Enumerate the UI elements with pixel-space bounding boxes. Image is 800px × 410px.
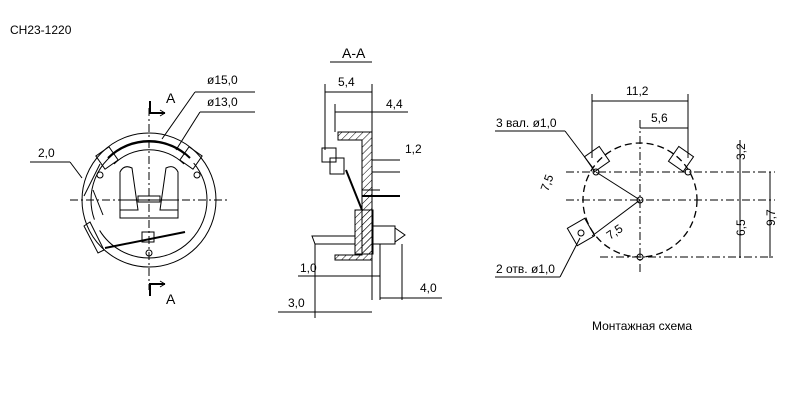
section-title: А-А <box>342 45 366 61</box>
dim-right-top: 3,2 <box>734 143 748 160</box>
mounting-caption: Монтажная схема <box>592 319 692 333</box>
dim-offset: 5,6 <box>651 111 668 125</box>
dim-right-total: 9,7 <box>764 209 778 226</box>
dim-bottom-left: 1,0 <box>300 261 317 275</box>
label-holes: 2 отв. ø1,0 <box>496 262 555 276</box>
section-mark-bottom: А <box>166 291 176 307</box>
section-mark-top: А <box>166 90 176 106</box>
dim-outer-diameter: ø15,0 <box>207 73 238 87</box>
dim-top-right: 4,4 <box>386 97 403 111</box>
dim-bottom-mid: 3,0 <box>288 296 305 310</box>
dim-bottom-right: 4,0 <box>420 281 437 295</box>
front-view: А А ø15,0 ø13,0 2,0 <box>30 73 255 307</box>
dim-right-mid: 6,5 <box>734 219 748 236</box>
part-number: СН23-1220 <box>10 23 72 37</box>
dim-width-2: 2,0 <box>38 146 55 160</box>
label-shafts: 3 вал. ø1,0 <box>496 116 557 130</box>
dim-top-left: 5,4 <box>338 75 355 89</box>
dim-width-11: 11,2 <box>626 84 649 98</box>
dim-radius-top: 7,5 <box>538 172 557 193</box>
mounting-scheme: 11,2 5,6 3,2 6,5 9,7 7,5 7,5 3 вал. ø1,0… <box>495 84 778 333</box>
dim-inner-diameter: ø13,0 <box>207 95 238 109</box>
dim-mid: 1,2 <box>405 142 422 156</box>
section-view: А-А 5,4 4,4 1,2 1,0 4,0 <box>278 45 442 318</box>
